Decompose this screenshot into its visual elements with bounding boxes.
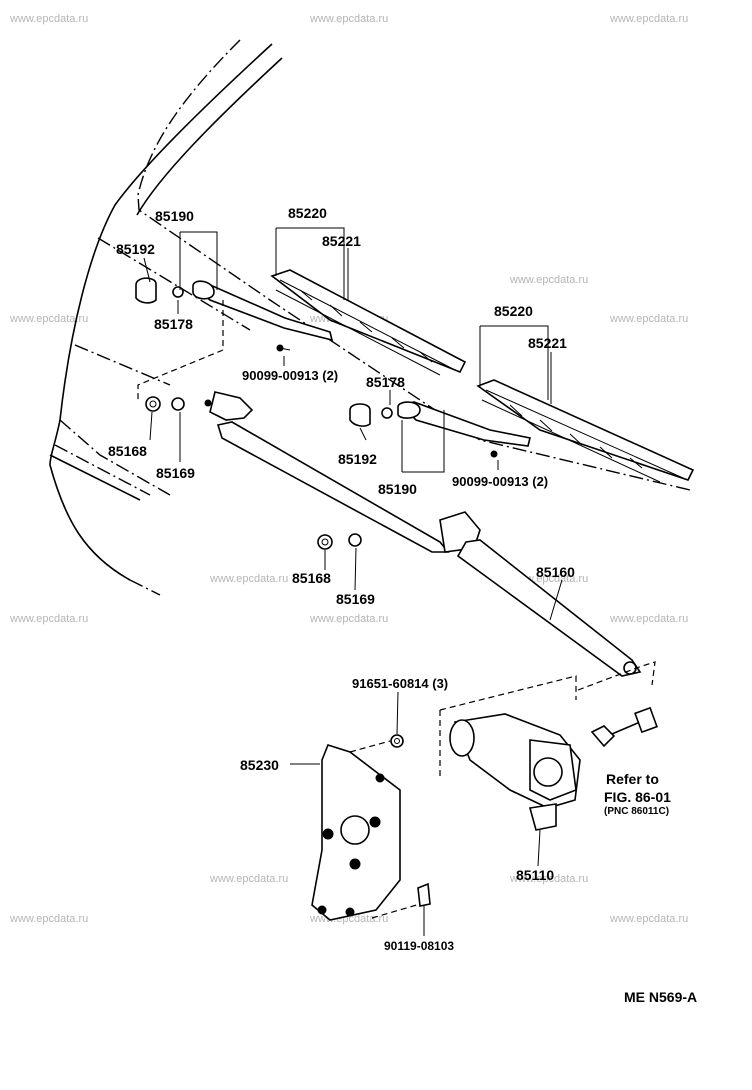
watermark: www.epcdata.ru xyxy=(609,313,688,325)
wiper-arm-upper xyxy=(194,283,334,342)
watermark: www.epcdata.ru xyxy=(609,613,688,625)
label-arm-lower: 85190 xyxy=(378,481,417,497)
watermark: www.epcdata.ru xyxy=(9,613,88,625)
lower-wiper-assembly xyxy=(349,379,695,483)
wiper-linkage xyxy=(204,391,656,780)
label-bracket: 85230 xyxy=(240,757,279,773)
upper-wiper-assembly xyxy=(135,269,467,376)
motor-bracket xyxy=(311,734,431,921)
label-washer-1: 85169 xyxy=(156,465,195,481)
label-washer-2: 85169 xyxy=(336,591,375,607)
figure-code: ME N569-A xyxy=(624,989,697,1005)
screw-icon xyxy=(390,734,404,748)
label-bushing-2: 85168 xyxy=(292,570,331,586)
arm-pivot-head-lower xyxy=(397,401,421,419)
label-bushing-1: 85168 xyxy=(108,443,147,459)
watermark: www.epcdata.ru xyxy=(509,873,588,885)
watermark: www.epcdata.ru xyxy=(9,13,88,25)
label-bolt-lower: 90099-00913 (2) xyxy=(452,474,548,489)
watermark: www.epcdata.ru xyxy=(209,873,288,885)
blade-screw-lower xyxy=(490,450,498,458)
arm-pivot-head-upper xyxy=(192,280,215,300)
arm-nut-upper xyxy=(172,286,184,298)
label-linkage: 85160 xyxy=(536,564,575,580)
arm-cap-upper xyxy=(135,277,157,304)
label-bolt-bottom: 90119-08103 xyxy=(384,939,454,953)
refer-line-2: FIG. 86-01 xyxy=(604,789,671,805)
label-blade-insert-upper: 85221 xyxy=(322,233,361,249)
label-motor: 85110 xyxy=(516,867,554,883)
watermark: www.epcdata.ru xyxy=(509,274,588,286)
watermark: www.epcdata.ru xyxy=(609,913,688,925)
wiper-motor xyxy=(449,706,658,831)
label-screw: 91651-60814 (3) xyxy=(352,676,448,691)
label-blade-insert-lower: 85221 xyxy=(528,335,567,351)
label-arm-upper: 85190 xyxy=(155,208,194,224)
bracket-bolt xyxy=(417,882,431,907)
watermark: www.epcdata.ru xyxy=(9,913,88,925)
watermark: www.epcdata.ru xyxy=(209,573,288,585)
label-blade-lower: 85220 xyxy=(494,303,533,319)
arm-cap-lower xyxy=(349,403,371,427)
linkage-rod-motor xyxy=(456,539,642,677)
part-labels: 85190 85192 85178 85220 85221 85220 8522… xyxy=(108,205,697,1005)
watermark-group: www.epcdata.ru www.epcdata.ru www.epcdat… xyxy=(9,13,688,925)
refer-line-1: Refer to xyxy=(606,771,659,787)
motor-connector xyxy=(590,725,616,748)
wiper-arm-lower xyxy=(400,401,531,447)
watermark: www.epcdata.ru xyxy=(309,13,388,25)
leader-lines xyxy=(143,227,563,936)
label-blade-upper: 85220 xyxy=(288,205,327,221)
label-cap-upper: 85192 xyxy=(116,241,155,257)
wiper-blade-lower xyxy=(476,379,695,481)
label-bolt-upper: 90099-00913 (2) xyxy=(242,368,338,383)
label-nut-upper: 85178 xyxy=(154,316,193,332)
watermark: www.epcdata.ru xyxy=(309,613,388,625)
pivot-bushings xyxy=(137,300,362,550)
arm-nut-lower xyxy=(381,407,393,419)
label-nut-lower: 85178 xyxy=(366,374,405,390)
watermark: www.epcdata.ru xyxy=(609,13,688,25)
wiper-blade-upper xyxy=(270,269,467,374)
label-cap-lower: 85192 xyxy=(338,451,377,467)
linkage-pivot-left xyxy=(209,391,254,421)
vehicle-body-outline xyxy=(49,39,691,596)
watermark: www.epcdata.ru xyxy=(9,313,88,325)
refer-line-3: (PNC 86011C) xyxy=(604,806,669,817)
